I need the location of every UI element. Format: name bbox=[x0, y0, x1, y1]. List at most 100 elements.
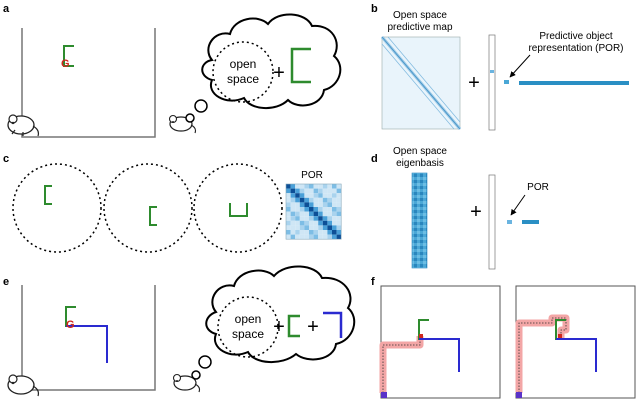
por-block-b bbox=[504, 80, 509, 84]
rat-icon-thinking-e bbox=[172, 373, 201, 393]
por-matrix-cell bbox=[313, 193, 319, 198]
por-matrix-cell bbox=[309, 234, 314, 240]
por-matrix-cell bbox=[290, 193, 296, 198]
por-matrix-cell bbox=[332, 193, 337, 198]
por-matrix-cell bbox=[290, 220, 296, 226]
por-matrix-cell bbox=[295, 184, 300, 189]
panel-label-b: b bbox=[371, 3, 378, 15]
por-matrix-cell bbox=[299, 230, 305, 235]
por-matrix-cell bbox=[309, 216, 314, 221]
open-space-circle-a bbox=[212, 41, 274, 103]
por-column-entry-b bbox=[490, 70, 494, 73]
panel-c: c POR bbox=[3, 153, 342, 253]
por-matrix-cell bbox=[336, 197, 342, 203]
por-matrix-cell bbox=[295, 211, 300, 217]
por-matrix-cell bbox=[313, 225, 319, 230]
map-title-line-2: predictive map bbox=[387, 22, 452, 33]
por-matrix-cell bbox=[322, 220, 328, 226]
por-matrix-cell bbox=[332, 188, 337, 194]
por-matrix-cell bbox=[286, 202, 291, 207]
por-similarity-matrix bbox=[285, 183, 342, 240]
por-matrix-cell bbox=[332, 202, 337, 207]
por-matrix-cell bbox=[290, 216, 296, 221]
por-matrix-cell bbox=[327, 216, 332, 221]
por-matrix-cell bbox=[327, 202, 332, 207]
thought-cloud-a bbox=[201, 13, 342, 109]
por-matrix-cell bbox=[295, 230, 300, 235]
por-matrix-cell bbox=[336, 225, 342, 230]
por-matrix-cell bbox=[286, 216, 291, 221]
por-matrix-cell bbox=[299, 211, 305, 217]
por-matrix-cell bbox=[318, 207, 323, 212]
por-matrix-cell bbox=[336, 220, 342, 226]
por-matrix-cell bbox=[309, 220, 314, 226]
por-matrix-cell bbox=[322, 188, 328, 194]
por-matrix-cell bbox=[318, 188, 323, 194]
por-matrix-cell bbox=[286, 211, 291, 217]
panel-label-a: a bbox=[3, 3, 10, 15]
path-line-f-right bbox=[518, 317, 567, 393]
panel-label-d: d bbox=[371, 153, 378, 165]
panel-e: e G open space + + bbox=[3, 265, 356, 397]
por-matrix-cell bbox=[327, 188, 332, 194]
open-space-circle-c1 bbox=[12, 163, 102, 253]
por-matrix-cell bbox=[290, 230, 296, 235]
por-matrix-cell bbox=[290, 197, 296, 203]
por-matrix-cell bbox=[322, 184, 328, 189]
por-matrix-cell bbox=[299, 197, 305, 203]
por-matrix-cell bbox=[295, 220, 300, 226]
open-space-word-2-a: space bbox=[227, 72, 259, 86]
green-object-c2 bbox=[149, 206, 157, 226]
predictive-map-matrix bbox=[380, 36, 462, 130]
por-matrix-cell bbox=[322, 207, 328, 212]
por-matrix-cell bbox=[299, 184, 305, 189]
por-matrix-cell bbox=[318, 234, 323, 240]
por-matrix-cell bbox=[299, 225, 305, 230]
green-object-c1 bbox=[44, 185, 52, 205]
eigenbasis-matrix bbox=[411, 172, 428, 269]
por-matrix-cell bbox=[295, 202, 300, 207]
por-matrix-cell bbox=[290, 184, 296, 189]
por-matrix-cell bbox=[318, 225, 323, 230]
por-matrix-cell bbox=[290, 207, 296, 212]
por-title-line-1: Predictive object bbox=[539, 31, 613, 42]
plus-sign-e2: + bbox=[307, 316, 319, 338]
goal-marker-a: G bbox=[61, 58, 70, 70]
panel-label-c: c bbox=[3, 153, 9, 165]
por-matrix-cell bbox=[304, 202, 309, 207]
por-matrix-cell bbox=[295, 193, 300, 198]
por-matrix-cell bbox=[313, 207, 319, 212]
por-matrix-cell bbox=[286, 220, 291, 226]
por-matrix-cell bbox=[295, 197, 300, 203]
open-space-circle-e bbox=[217, 296, 279, 358]
por-arrow-b bbox=[509, 54, 531, 78]
por-matrix-cell bbox=[290, 202, 296, 207]
por-matrix-cell bbox=[313, 230, 319, 235]
por-matrix-cell bbox=[322, 197, 328, 203]
por-matrix-cell bbox=[290, 225, 296, 230]
por-matrix-cell bbox=[336, 230, 342, 235]
por-matrix-cell bbox=[299, 234, 305, 240]
por-matrix-cell bbox=[318, 211, 323, 217]
basis-title-line-2: eigenbasis bbox=[396, 158, 444, 169]
por-matrix-cell bbox=[313, 211, 319, 217]
panel-a: a G open space + bbox=[3, 3, 342, 138]
blue-object-f-left bbox=[419, 338, 460, 372]
por-matrix-cell bbox=[299, 193, 305, 198]
por-matrix-cell bbox=[322, 216, 328, 221]
thought-bubble-small-e bbox=[191, 370, 201, 380]
plus-sign-d: + bbox=[470, 201, 482, 223]
por-matrix-cell bbox=[286, 230, 291, 235]
por-matrix-cell bbox=[309, 193, 314, 198]
por-label-d: POR bbox=[527, 182, 549, 193]
por-matrix-cell bbox=[304, 216, 309, 221]
por-matrix-cell bbox=[286, 184, 291, 189]
por-matrix-cell bbox=[295, 216, 300, 221]
por-matrix-cell bbox=[304, 207, 309, 212]
green-object-c3 bbox=[229, 203, 248, 217]
por-matrix-cell bbox=[295, 225, 300, 230]
por-matrix-cell bbox=[322, 225, 328, 230]
por-arrow-d bbox=[510, 194, 526, 216]
por-matrix-cell bbox=[332, 184, 337, 189]
